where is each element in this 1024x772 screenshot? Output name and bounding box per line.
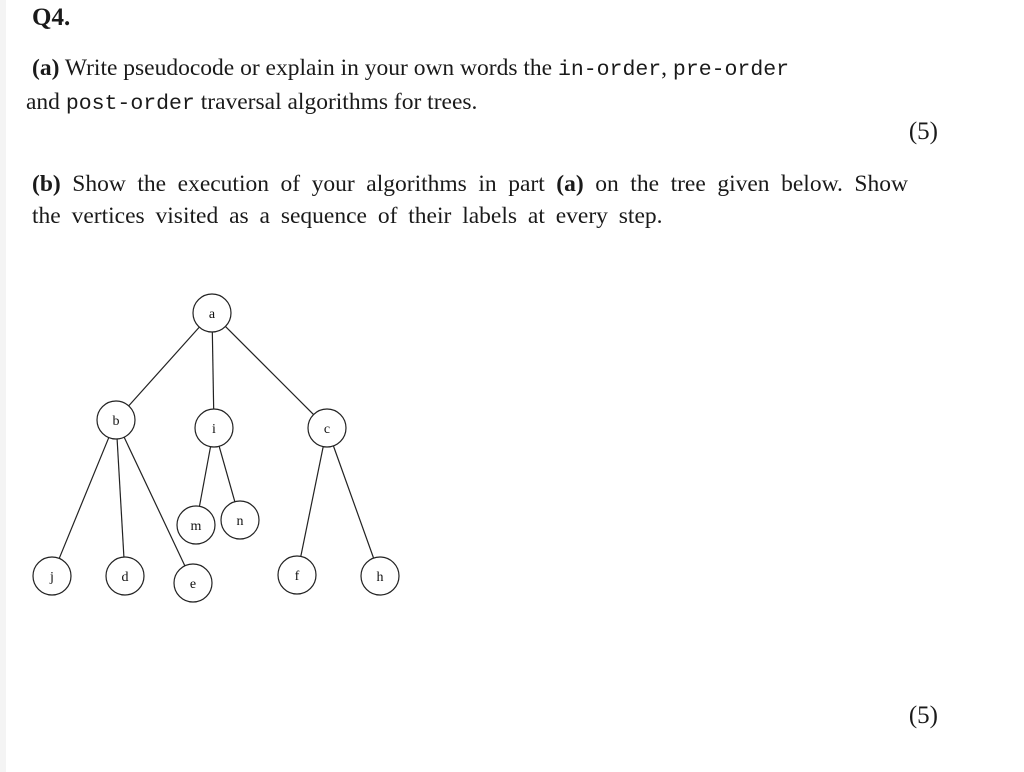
tree-edge-a-b: [128, 326, 200, 407]
part-a-text: (a) Write pseudocode or explain in your …: [26, 52, 912, 120]
svg-text:m: m: [191, 519, 202, 534]
part-b-text-1: Show the execution of your algorithms in…: [60, 171, 557, 197]
svg-text:b: b: [113, 414, 120, 429]
part-b-ref: (a): [556, 171, 584, 197]
part-b-text: (b) Show the execution of your algorithm…: [32, 168, 908, 232]
code-pre-order: pre-order: [672, 58, 790, 82]
tree-edge-i-n: [218, 446, 236, 502]
svg-text:e: e: [190, 577, 196, 592]
tree-node-a: a: [192, 293, 232, 333]
tree-node-d: d: [105, 556, 145, 596]
tree-node-n: n: [220, 500, 260, 540]
code-post-order: post-order: [65, 92, 195, 116]
svg-text:j: j: [49, 570, 54, 585]
svg-text:n: n: [237, 514, 244, 529]
tree-edge-b-d: [116, 438, 125, 558]
tree-edge-i-m: [198, 446, 212, 507]
tree-node-h: h: [360, 556, 400, 596]
part-b-text-2: on the tree given below. Show the vertic…: [32, 171, 908, 229]
page-left-edge: [0, 0, 6, 772]
tree-node-j: j: [32, 556, 72, 596]
svg-text:h: h: [377, 570, 384, 585]
part-a-text-4: traversal algorithms for trees.: [194, 89, 478, 115]
tree-node-f: f: [277, 555, 317, 595]
part-a-text-3: and: [26, 89, 66, 115]
svg-text:c: c: [324, 422, 330, 437]
tree-edge-a-i: [211, 331, 215, 410]
tree-node-c: c: [307, 408, 347, 448]
svg-text:d: d: [122, 570, 129, 585]
part-a-label: (a): [32, 55, 60, 81]
part-b-label: (b): [32, 171, 61, 197]
tree-edge-b-e: [123, 436, 186, 567]
svg-text:a: a: [209, 307, 216, 322]
tree-edge-a-c: [225, 326, 314, 415]
question-title: Q4.: [32, 4, 71, 31]
part-a-marks: (5): [908, 118, 938, 145]
code-in-order: in-order: [557, 58, 662, 82]
part-a-text-2: ,: [661, 55, 673, 81]
tree-node-i: i: [194, 408, 234, 448]
tree-edge-b-j: [58, 437, 110, 559]
tree-edge-c-f: [300, 446, 324, 557]
part-b-marks: (5): [908, 702, 938, 729]
tree-node-m: m: [176, 505, 216, 545]
svg-text:i: i: [212, 422, 216, 437]
tree-node-b: b: [96, 400, 136, 440]
svg-text:f: f: [295, 569, 300, 584]
tree-node-e: e: [173, 563, 213, 603]
tree-edge-c-h: [332, 445, 375, 559]
part-a-text-1: Write pseudocode or explain in your own …: [59, 55, 558, 81]
